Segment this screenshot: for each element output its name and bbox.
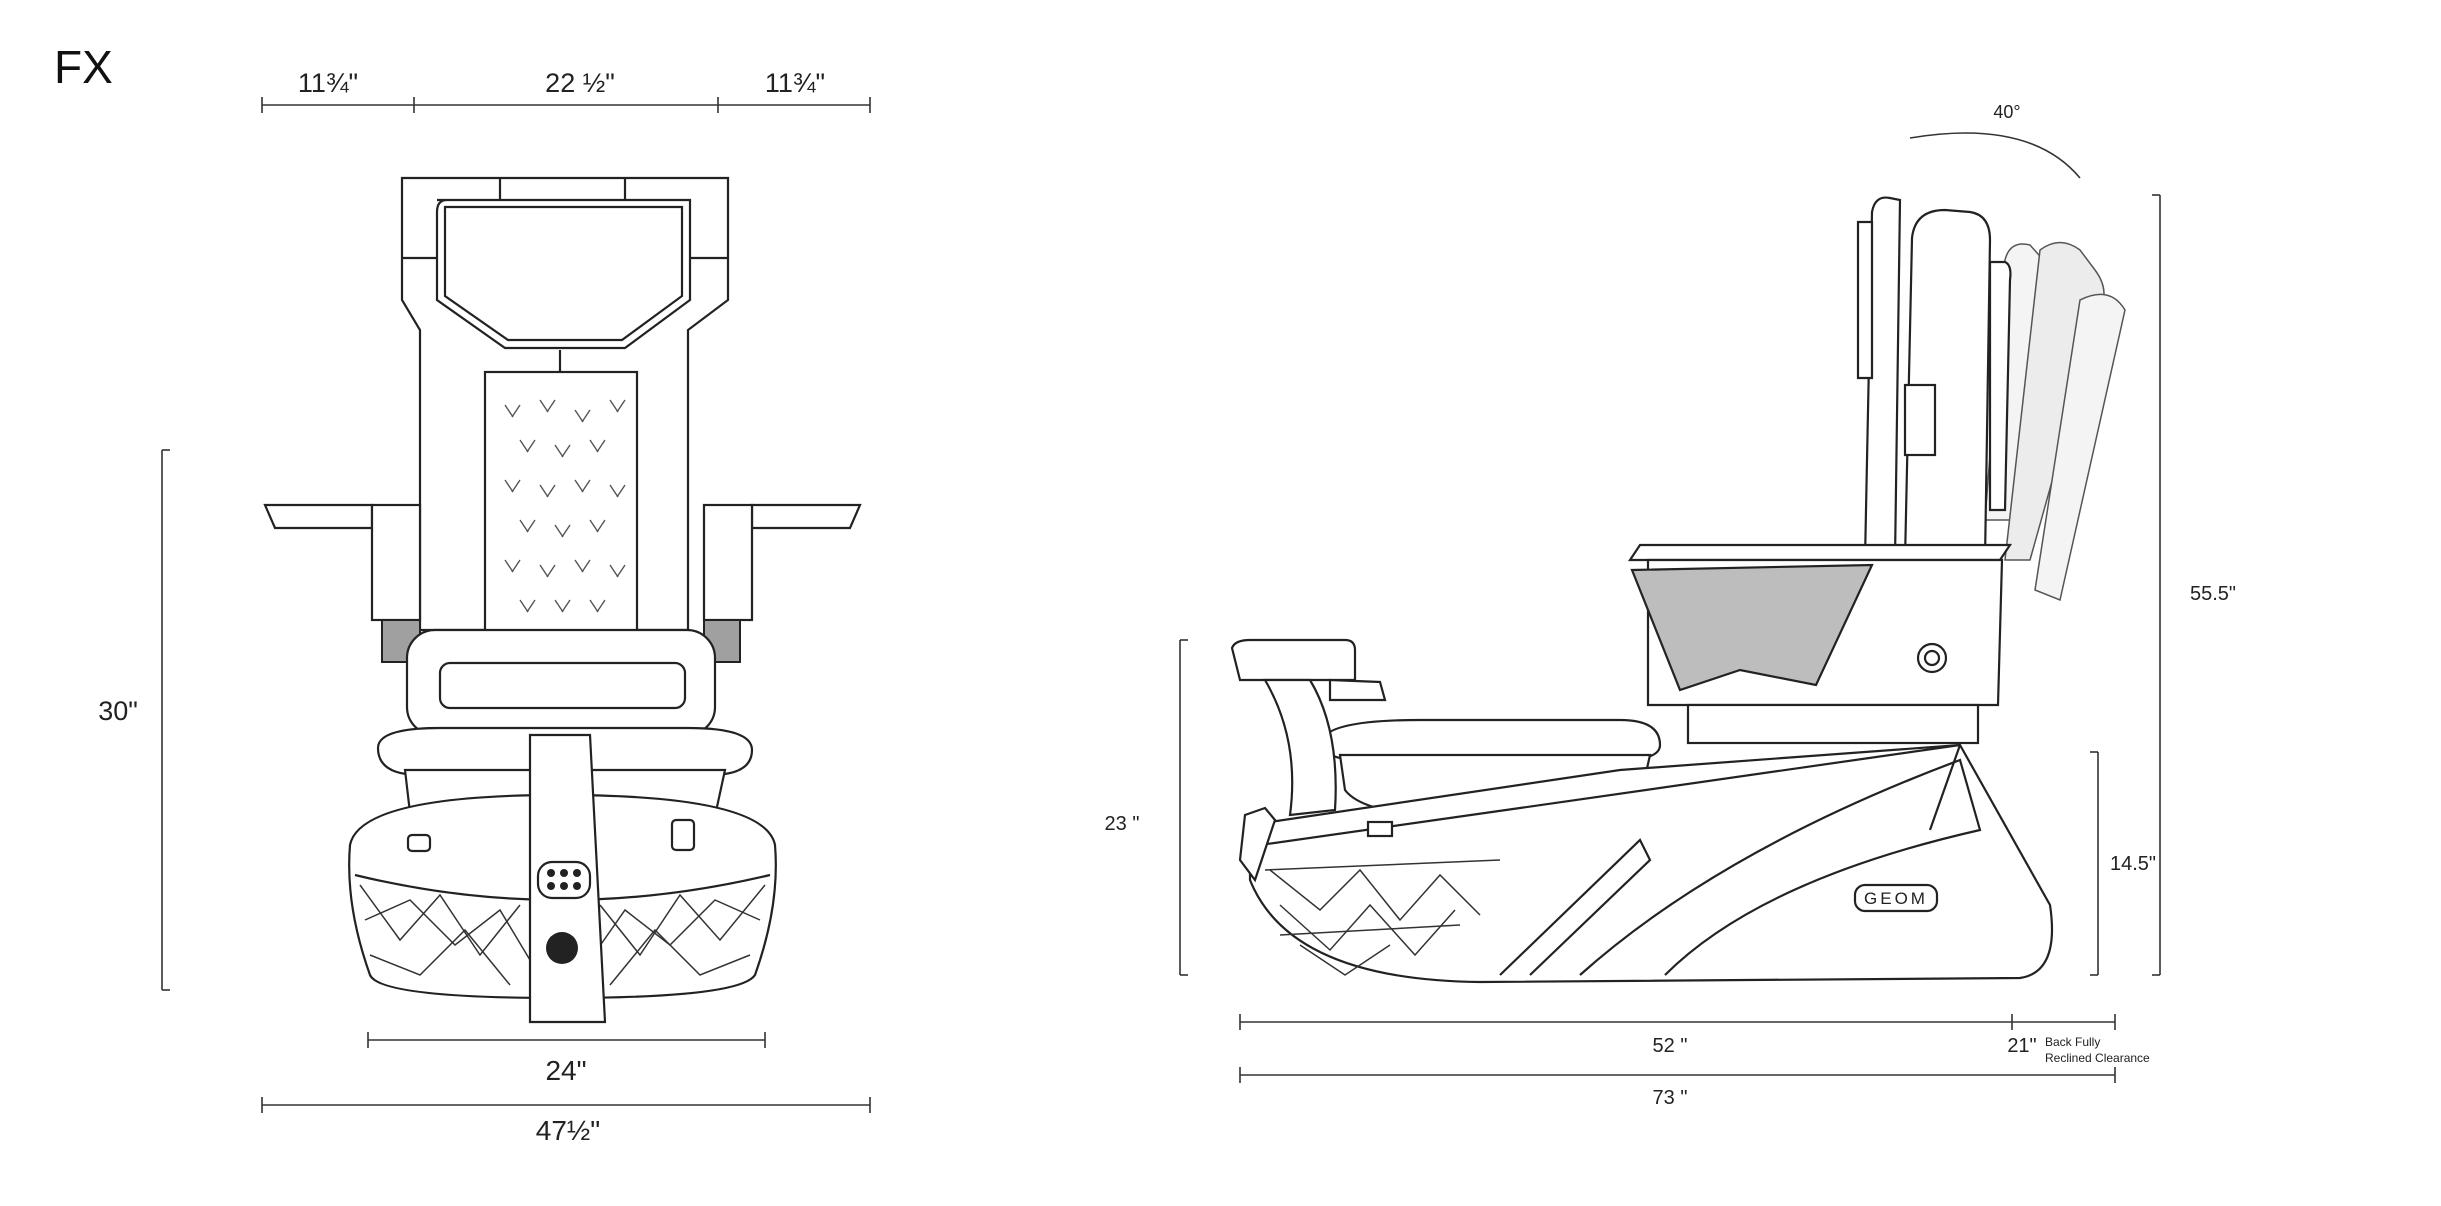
front-bottom-dimensions xyxy=(261,1032,871,1113)
dim-side-basin-height: 23 " xyxy=(1105,813,1140,835)
front-cushion-pattern xyxy=(504,399,626,613)
dim-front-base-width: 24" xyxy=(545,1055,586,1086)
front-left-tray xyxy=(263,503,374,530)
front-chair-drawing xyxy=(263,176,862,1024)
dim-side-base-height: 14.5" xyxy=(2110,853,2156,875)
side-small-fixture xyxy=(1366,820,1394,838)
dim-side-clearance-note-1: Back Fully xyxy=(2045,1035,2100,1049)
side-backrest-cushion xyxy=(1903,208,1992,562)
front-control-buttons xyxy=(547,869,581,890)
side-view: 40° 55.5" 23 " 14.5" xyxy=(1105,102,2236,1109)
side-footrest-arm xyxy=(1263,678,1337,817)
front-right-faucet xyxy=(670,818,696,852)
front-right-tray xyxy=(750,503,862,530)
side-recline-ghost-3 xyxy=(2034,293,2126,602)
side-faucet xyxy=(1328,678,1387,702)
side-seat-support xyxy=(1686,703,1980,745)
dim-side-clearance: 21" xyxy=(2007,1035,2036,1057)
model-title: FX xyxy=(54,41,113,93)
dim-front-top-center: 22 ½" xyxy=(545,68,615,98)
side-headrest-arm xyxy=(1856,220,1874,380)
front-base-pattern xyxy=(359,884,766,986)
front-view: 11¾" 22 ½" 11¾" 30" xyxy=(98,68,871,1146)
dim-side-height: 55.5" xyxy=(2190,583,2236,605)
recline-arc xyxy=(1909,132,2081,179)
side-armrest xyxy=(1627,543,2013,562)
side-base-pattern xyxy=(1264,859,1501,976)
dim-side-clearance-note-2: Reclined Clearance xyxy=(2045,1051,2150,1065)
side-brand-badge xyxy=(1853,883,1939,913)
front-height-dimension xyxy=(161,449,170,991)
dim-front-overall-width: 47½" xyxy=(536,1115,600,1146)
dim-front-height: 30" xyxy=(98,696,138,726)
front-power-button xyxy=(546,932,578,964)
front-top-dimension xyxy=(261,97,871,113)
side-backrest-tag xyxy=(1903,383,1937,457)
front-left-knob xyxy=(406,833,432,853)
dim-side-total-length: 73 " xyxy=(1653,1087,1688,1109)
side-base-dimension xyxy=(2090,751,2099,976)
side-backrest-back xyxy=(1988,260,2012,512)
side-bottom-dimensions xyxy=(1239,1014,2116,1083)
side-basin-dimension xyxy=(1179,639,1188,976)
side-seat-panel xyxy=(1630,563,1874,692)
dim-recline-angle: 40° xyxy=(1993,102,2020,122)
front-control-pad xyxy=(536,860,592,900)
dim-side-length: 52 " xyxy=(1653,1035,1688,1057)
side-height-dimension xyxy=(2152,194,2161,976)
side-front-plate xyxy=(1238,806,1277,883)
dim-front-top-right: 11¾" xyxy=(765,68,825,98)
side-backrest-frame xyxy=(1863,196,1902,562)
side-footrest-top xyxy=(1230,638,1357,682)
side-brand-text: GEOM xyxy=(1864,889,1928,908)
front-right-arm xyxy=(702,503,754,622)
front-left-arm xyxy=(370,503,422,622)
side-chair-drawing: GEOM xyxy=(1230,196,2126,984)
dim-front-top-left: 11¾" xyxy=(298,68,358,98)
front-headrest xyxy=(435,198,692,350)
front-back-cushion xyxy=(483,370,639,636)
front-seat-cushion xyxy=(438,661,687,710)
